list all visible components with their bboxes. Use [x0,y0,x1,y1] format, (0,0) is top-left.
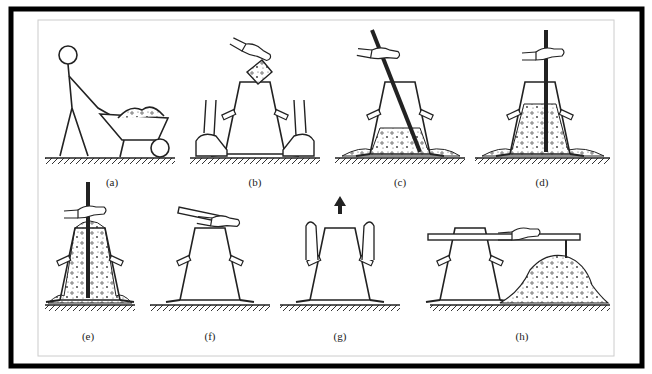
panel-label: (f) [205,330,216,342]
measuring-slump [426,228,608,303]
panel-label: (g) [334,330,347,342]
ground-lines [45,158,610,311]
rodding-first-layer [342,30,460,156]
worker-wheelbarrow [59,46,169,157]
filling-step [196,34,314,156]
rodding-second-layer [482,30,604,156]
panel-label: (c) [394,176,406,188]
lifting-mould [296,196,384,302]
rodding-top-layer [46,182,134,303]
panel-label: (a) [106,176,118,188]
outer-frame [11,9,642,366]
striking-off [166,207,254,302]
inner-frame [38,20,614,356]
panel-label: (d) [536,176,549,188]
panel-label: (h) [516,330,529,342]
panel-label: (b) [249,176,262,188]
panel-label: (e) [82,330,94,342]
